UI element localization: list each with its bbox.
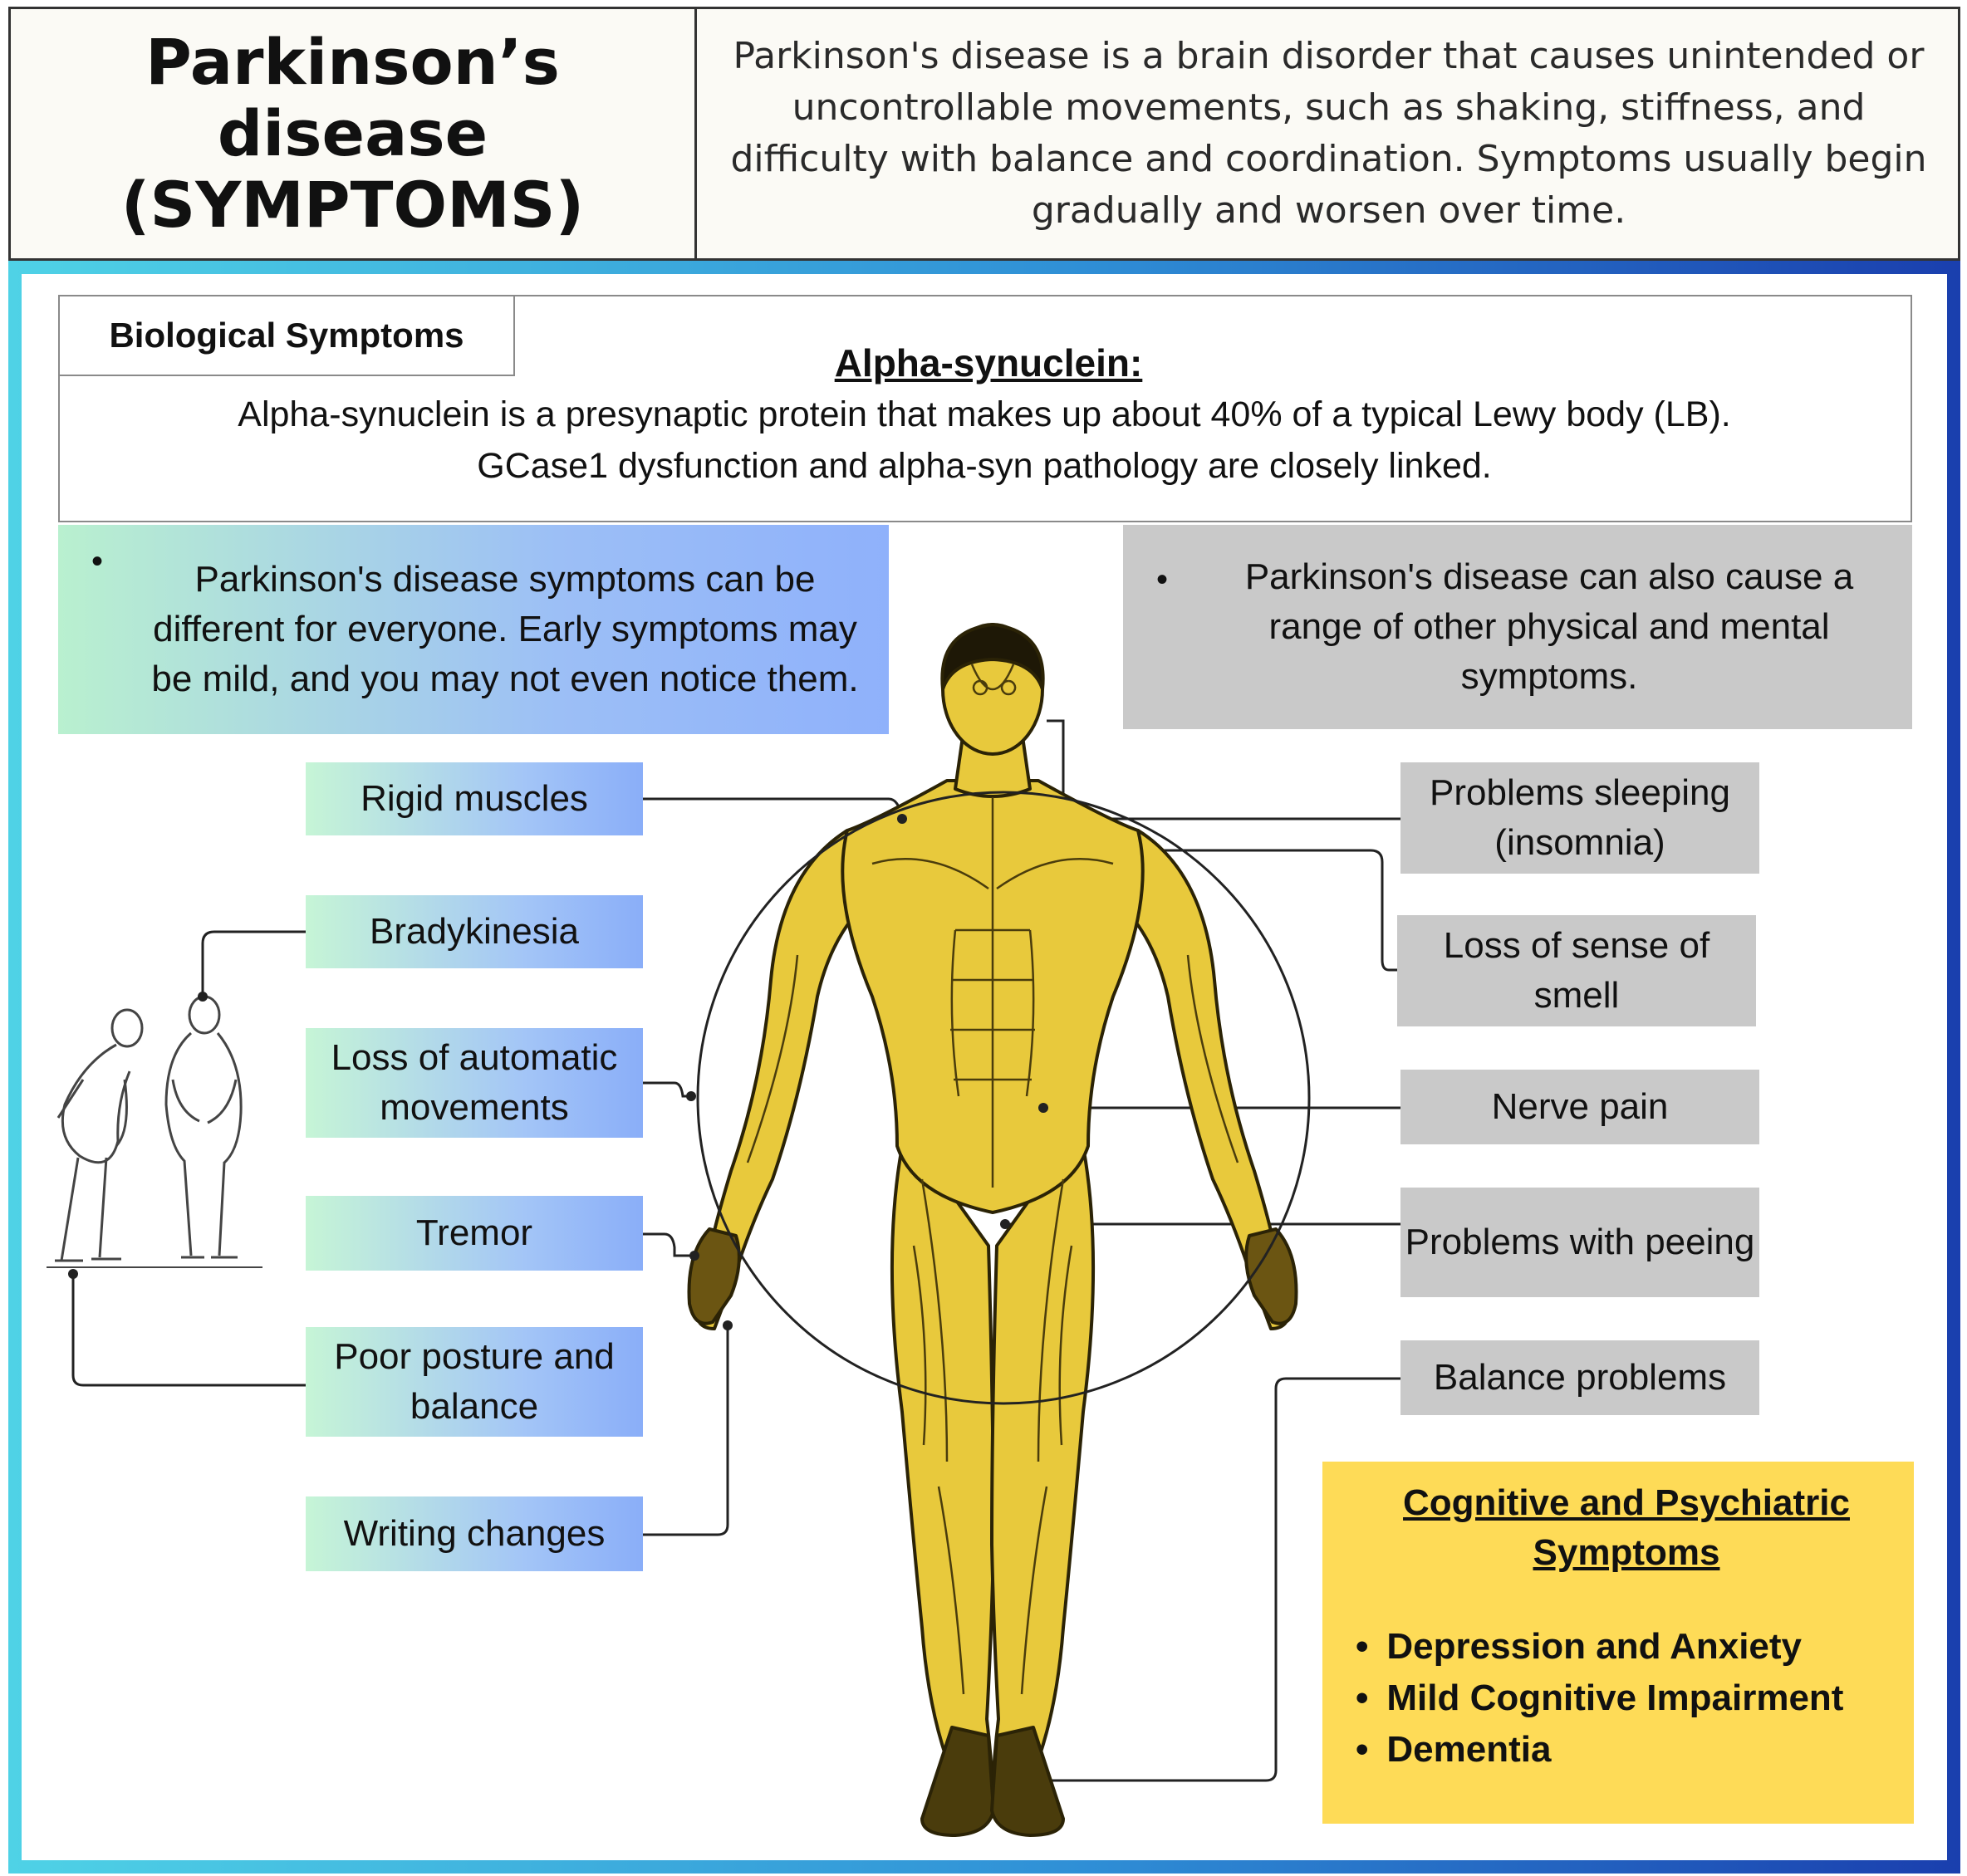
alpha-synuclein-line-2: GCase1 dysfunction and alpha-syn patholo… [477,446,1492,486]
cognitive-item-dementia: Dementia [1356,1724,1897,1776]
header: Parkinson’s disease (SYMPTOMS) Parkinson… [8,7,1960,261]
title-line-2: (SYMPTOMS) [120,168,585,242]
connector-bradykinesia [201,930,306,997]
connector-dot [68,1269,78,1279]
alpha-synuclein-text: Alpha-synuclein is a presynaptic protein… [91,389,1877,492]
symptom-bradykinesia: Bradykinesia [306,895,643,968]
connector-dots [686,814,1048,1330]
symptom-nerve-pain: Nerve pain [1400,1070,1759,1144]
other-symptoms-note: • Parkinson's disease can also cause a r… [1123,525,1912,729]
body-focus-circle [696,791,1311,1405]
other-symptoms-text: Parkinson's disease can also cause a ran… [1244,556,1854,697]
biological-symptoms-tab: Biological Symptoms [58,295,515,376]
symptom-problems-sleeping: Problems sleeping (insomnia) [1400,762,1759,874]
page-title: Parkinson’s disease (SYMPTOMS) [11,9,697,258]
muscle-lines [746,664,1239,1695]
cognitive-item-depression: Depression and Anxiety [1356,1621,1897,1673]
alpha-synuclein-line-1: Alpha-synuclein is a presynaptic protein… [238,394,1731,434]
symptom-problems-peeing: Problems with peeing [1400,1188,1759,1297]
connector-smell [1012,849,1397,972]
connector-automatic-movements [643,1081,691,1098]
symptom-balance-problems: Balance problems [1400,1340,1759,1415]
symptom-loss-of-smell: Loss of sense of smell [1397,915,1756,1026]
cognitive-psychiatric-title: Cognitive and Psychiatric Symptoms [1403,1482,1850,1573]
symptom-tremor: Tremor [306,1196,643,1271]
early-symptoms-note: • Parkinson's disease symptoms can be di… [58,525,889,734]
early-symptoms-text: Parkinson's disease symptoms can be diff… [151,559,859,699]
connector-balance [1027,1377,1400,1782]
cognitive-symptom-list: Depression and Anxiety Mild Cognitive Im… [1356,1621,1897,1776]
cognitive-item-mild-impairment: Mild Cognitive Impairment [1356,1673,1897,1724]
bullet-icon: • [91,543,104,580]
symptom-rigid-muscles: Rigid muscles [306,762,643,835]
symptom-writing-changes: Writing changes [306,1496,643,1571]
symptom-loss-automatic-movements: Loss of automatic movements [306,1028,643,1138]
connector-tremor [643,1232,694,1257]
title-line-1: Parkinson’s disease [145,25,560,170]
elderly-figures-icon [47,995,262,1268]
connector-dot [198,992,208,1002]
header-description: Parkinson's disease is a brain disorder … [730,35,1927,232]
connector-poor-posture [71,1274,306,1387]
alpha-synuclein-heading: Alpha-synuclein: [834,341,1143,385]
symptom-poor-posture-balance: Poor posture and balance [306,1327,643,1437]
connector-rigid-muscles [643,797,904,820]
cognitive-psychiatric-box: Cognitive and Psychiatric Symptoms Depre… [1322,1462,1914,1824]
connector-sleeping [1047,719,1400,820]
bullet-icon: • [1156,561,1169,598]
connector-writing [643,1325,729,1536]
